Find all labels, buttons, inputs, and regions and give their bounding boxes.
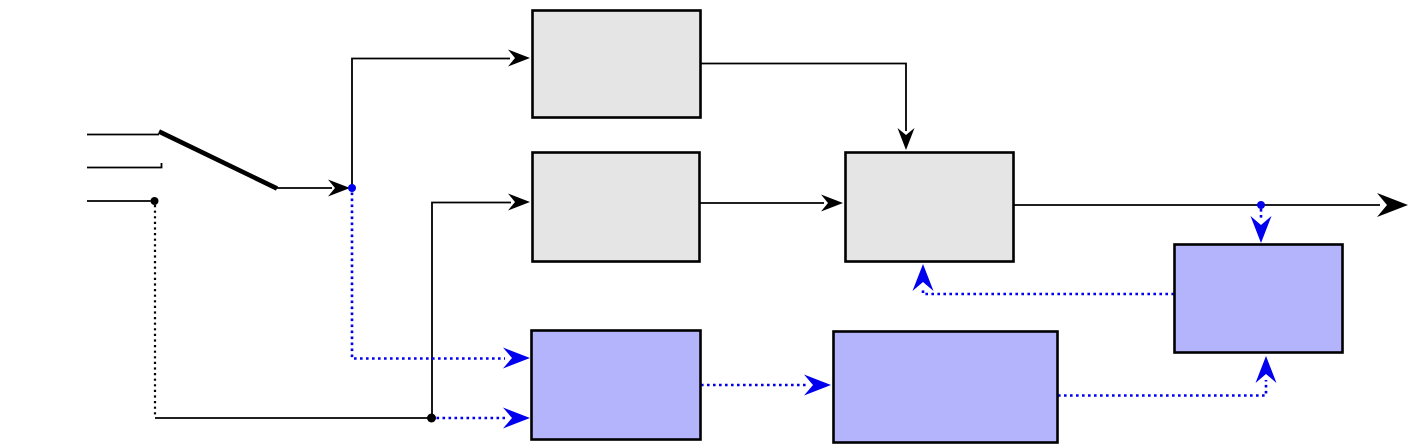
blue-bottom-mid-output-line	[1058, 380, 1268, 397]
arrowhead-into-gray-top	[508, 49, 530, 67]
arrowhead-into-gray-mid-right-left	[821, 194, 843, 212]
block-blue-bottom-mid	[832, 330, 1059, 444]
arrowhead-into-gray-mid-right-bottom	[912, 264, 934, 291]
junction-b-dot	[427, 413, 436, 423]
switch-input-line-2	[87, 163, 163, 169]
arrowhead-into-gray-mid-left	[508, 193, 530, 211]
switch-arm	[157, 129, 279, 191]
arrowhead-into-blue-bottom-left-lower	[503, 407, 530, 429]
arrowhead-into-blue-bottom-left-upper	[503, 347, 530, 369]
block-blue-bottom-left	[530, 329, 702, 441]
block-gray-mid-left	[531, 151, 701, 263]
block-gray-top	[531, 9, 702, 119]
output-tap-junction-c-dot	[1257, 201, 1265, 209]
junction-b-to-mid-block-line	[431, 201, 511, 418]
arrowhead-into-gray-mid-right-top	[897, 128, 915, 150]
junction-a-to-top-block-line	[351, 57, 510, 188]
arrowhead-into-blue-right-top	[1250, 216, 1272, 243]
arrowhead-into-blue-bottom-mid	[804, 374, 831, 396]
junction-a-dotted-drop-line	[350, 192, 505, 360]
block-blue-right	[1173, 243, 1344, 354]
input-3-tap-dot	[150, 197, 159, 205]
arrowhead-into-blue-right-bottom	[1255, 356, 1277, 383]
final-output-arrowhead	[1377, 193, 1408, 217]
gray-top-output-line	[701, 62, 907, 131]
junction-a-dot	[348, 184, 356, 192]
block-gray-mid-right	[844, 151, 1015, 263]
arrowhead-into-junction-a	[328, 179, 350, 197]
